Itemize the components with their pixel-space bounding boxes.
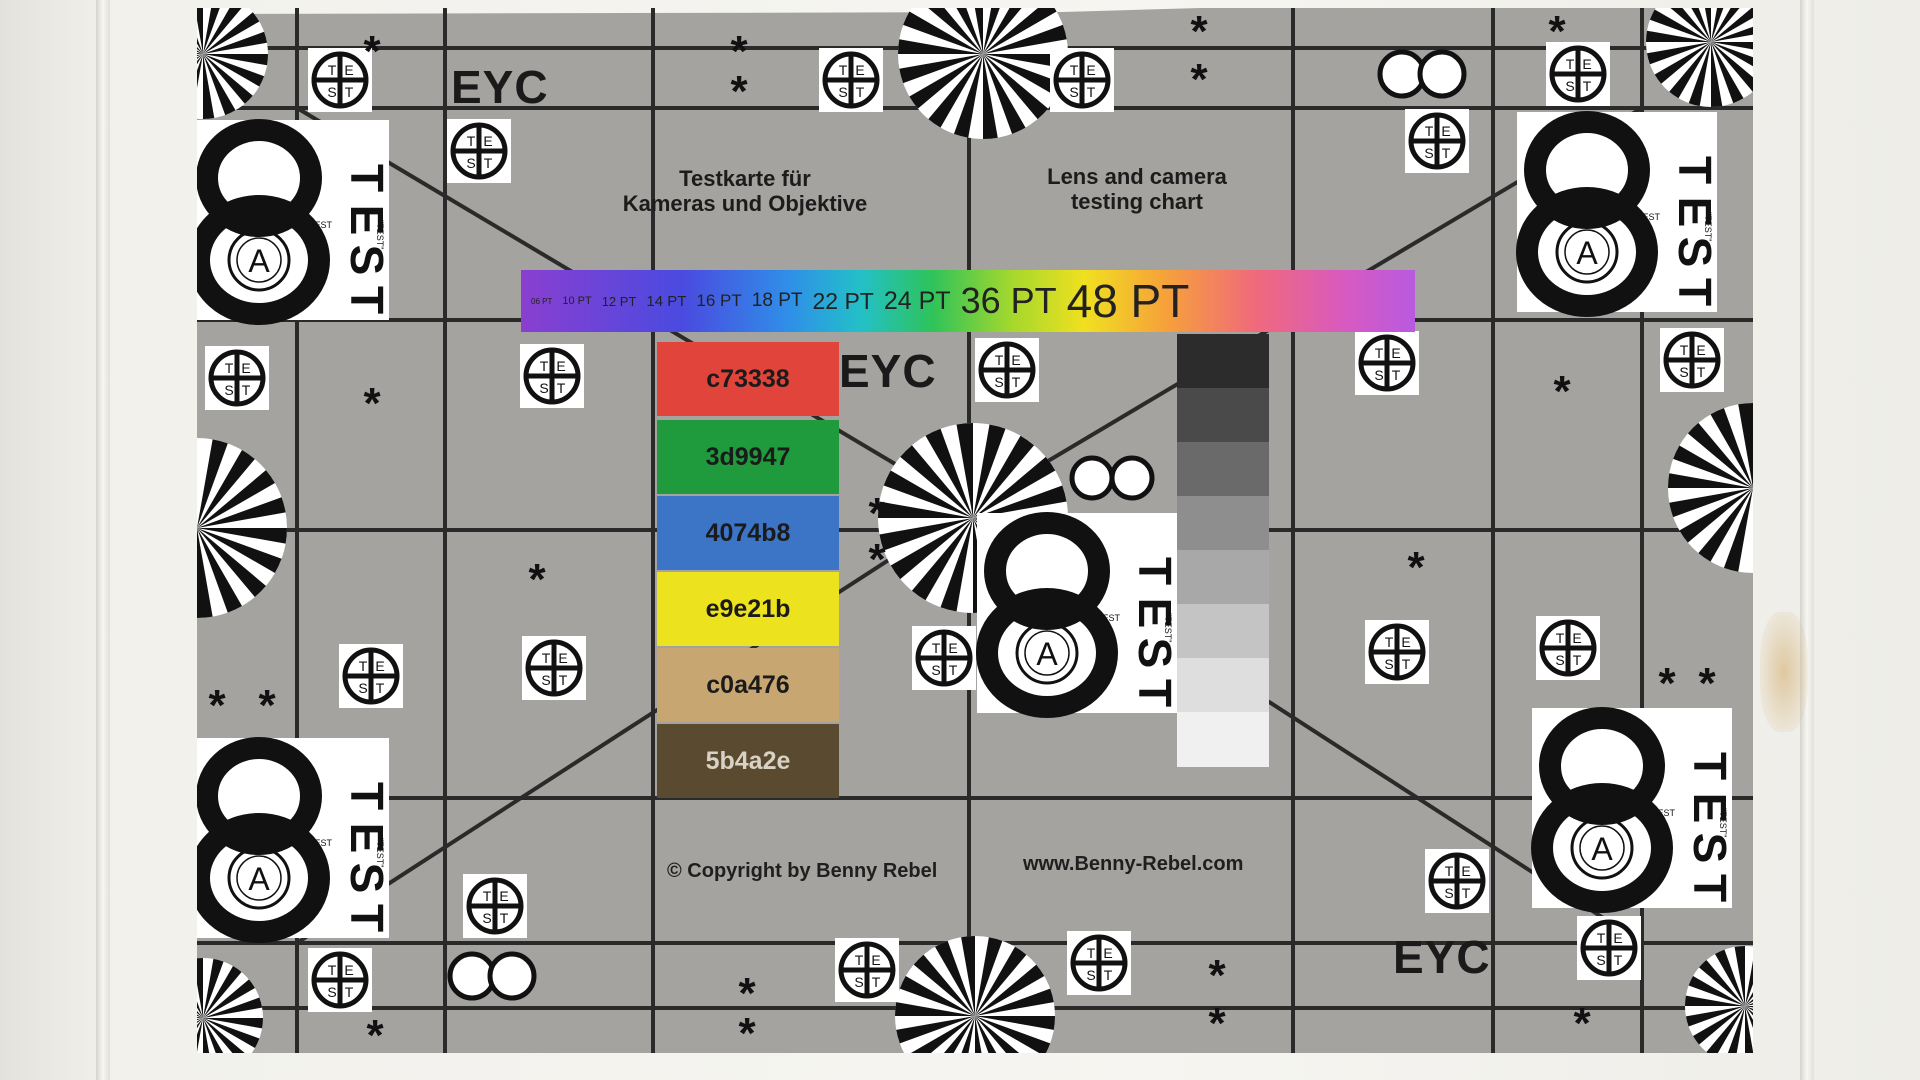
door-frame-left bbox=[96, 0, 110, 1080]
swatch-label: c0a476 bbox=[706, 670, 790, 699]
swatch-label: c73338 bbox=[706, 364, 790, 393]
color-swatch: c73338 bbox=[657, 342, 839, 416]
svg-text:*: * bbox=[738, 1009, 756, 1053]
svg-text:*: * bbox=[1208, 951, 1226, 1000]
spectrum-font-bar: 06 PT 10 PT 12 PT 14 PT 16 PT 18 PT 22 P… bbox=[521, 270, 1415, 332]
title-english-line2: testing chart bbox=[1070, 189, 1204, 214]
color-swatch: e9e21b bbox=[657, 572, 839, 646]
svg-text:*: * bbox=[730, 27, 748, 76]
swatch-label: 4074b8 bbox=[705, 518, 791, 547]
font-size-label: 18 PT bbox=[751, 290, 803, 311]
svg-text:*: * bbox=[258, 681, 276, 730]
grayscale-step bbox=[1177, 550, 1269, 605]
svg-text:*: * bbox=[868, 535, 886, 584]
font-size-label: 22 PT bbox=[812, 287, 874, 314]
svg-text:*: * bbox=[366, 1011, 384, 1053]
svg-text:*: * bbox=[1698, 659, 1716, 708]
eyc-label-center: EYC bbox=[839, 345, 937, 397]
svg-text:*: * bbox=[363, 379, 381, 428]
title-english-line1: Lens and camera bbox=[1047, 164, 1227, 189]
title-english: Lens and camera testing chart bbox=[987, 164, 1287, 214]
swatch-label: 3d9947 bbox=[705, 442, 791, 471]
font-size-label: 12 PT bbox=[601, 293, 637, 309]
svg-text:*: * bbox=[1190, 55, 1208, 104]
chart-graphics: T E S T A T E S T TEST "TEST" bbox=[197, 8, 1753, 1053]
color-swatch: 5b4a2e bbox=[657, 724, 839, 798]
font-size-label: 48 PT bbox=[1066, 275, 1190, 327]
svg-text:*: * bbox=[1407, 543, 1425, 592]
svg-text:*: * bbox=[1658, 659, 1676, 708]
font-size-label: 14 PT bbox=[646, 292, 687, 310]
svg-text:*: * bbox=[208, 681, 226, 730]
svg-text:*: * bbox=[738, 969, 756, 1018]
siemens-star bbox=[1685, 946, 1753, 1053]
wall-stain bbox=[1760, 612, 1808, 732]
svg-text:*: * bbox=[1548, 8, 1566, 56]
grayscale-step bbox=[1177, 334, 1269, 389]
eyc-label-top: EYC bbox=[451, 61, 549, 113]
grayscale-step bbox=[1177, 604, 1269, 659]
grayscale-step bbox=[1177, 658, 1269, 713]
website-text: www.Benny-Rebel.com bbox=[1023, 853, 1244, 875]
eyc-label-bottom: EYC bbox=[1393, 931, 1491, 983]
grayscale-step bbox=[1177, 712, 1269, 767]
swatch-label: e9e21b bbox=[705, 594, 791, 623]
swatch-label: 5b4a2e bbox=[705, 746, 791, 775]
title-german-line1: Testkarte für bbox=[679, 166, 811, 191]
title-german-line2: Kameras und Objektive bbox=[622, 191, 868, 216]
color-swatch: 4074b8 bbox=[657, 496, 839, 570]
svg-text:*: * bbox=[1573, 999, 1591, 1048]
font-size-label: 36 PT bbox=[960, 280, 1057, 321]
font-size-label: 16 PT bbox=[696, 291, 742, 310]
title-german: Testkarte für Kameras und Objektive bbox=[595, 166, 895, 216]
copyright-text: © Copyright by Benny Rebel bbox=[667, 860, 938, 882]
font-size-label: 24 PT bbox=[883, 286, 951, 315]
test-chart: T E S T A T E S T TEST "TEST" bbox=[197, 8, 1753, 1053]
svg-text:*: * bbox=[363, 27, 381, 76]
font-size-label: 10 PT bbox=[562, 295, 592, 307]
font-size-label: 06 PT bbox=[531, 296, 553, 306]
svg-text:*: * bbox=[868, 489, 886, 538]
color-swatch: c0a476 bbox=[657, 648, 839, 722]
grayscale-step bbox=[1177, 388, 1269, 443]
svg-text:*: * bbox=[1190, 8, 1208, 56]
color-swatch: 3d9947 bbox=[657, 420, 839, 494]
svg-text:*: * bbox=[1208, 999, 1226, 1048]
svg-text:*: * bbox=[730, 67, 748, 116]
svg-text:*: * bbox=[1553, 367, 1571, 416]
grayscale-step bbox=[1177, 442, 1269, 497]
door-frame-right bbox=[1800, 0, 1814, 1080]
grayscale-step bbox=[1177, 496, 1269, 551]
svg-text:*: * bbox=[528, 555, 546, 604]
